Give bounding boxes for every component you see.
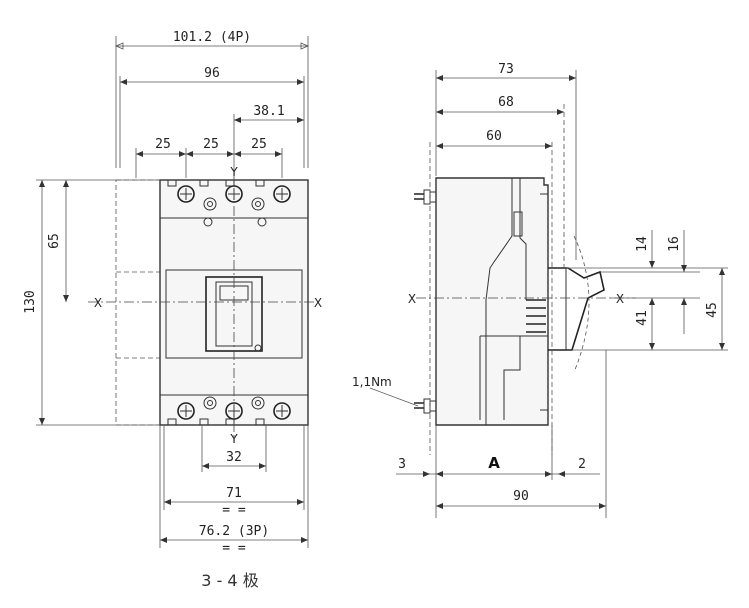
dim-68: 68	[498, 95, 514, 110]
dim-38-1: 38.1	[253, 104, 284, 119]
dim-pitch-2: 25	[203, 137, 219, 152]
dim-41: 41	[635, 310, 650, 326]
side-view: 1,1Nm X X 73 68 60 14 41	[352, 62, 728, 518]
side-handle	[548, 235, 605, 373]
dim-71-symmetry: = =	[222, 503, 246, 518]
caption: 3 - 4 极	[201, 571, 258, 590]
dim-96: 96	[204, 66, 220, 81]
dim-16: 16	[667, 236, 682, 252]
side-x-label-left: X	[408, 292, 416, 306]
dim-3: 3	[398, 457, 406, 472]
dim-45: 45	[705, 302, 720, 318]
torque-label: 1,1Nm	[352, 375, 392, 389]
x-axis-label-right: X	[314, 296, 322, 310]
dim-60: 60	[486, 129, 502, 144]
terminal-bolts	[414, 189, 437, 414]
dim-pitch-3: 25	[251, 137, 267, 152]
front-view: 101.2 (4P) 96 38.1 25 25 25 Y Y X X 130 …	[23, 30, 322, 556]
y-axis-label-bottom: Y	[229, 432, 238, 446]
dim-65: 65	[47, 233, 62, 249]
side-x-label-right: X	[616, 292, 624, 306]
dim-73: 73	[498, 62, 514, 77]
y-axis-label-top: Y	[229, 165, 238, 179]
dim-3p-symmetry: = =	[222, 541, 246, 556]
x-axis-label-left: X	[94, 296, 102, 310]
dim-14: 14	[635, 236, 650, 252]
4p-extension-outline	[115, 179, 161, 426]
dim-90: 90	[513, 489, 529, 504]
dim-32: 32	[226, 450, 242, 465]
dim-A: A	[488, 454, 500, 472]
trip-spring	[526, 299, 546, 333]
dim-overall-4p: 101.2 (4P)	[173, 30, 251, 45]
side-body	[435, 177, 549, 426]
dim-2: 2	[578, 457, 586, 472]
dim-height: 130	[23, 290, 38, 313]
dim-71: 71	[226, 486, 242, 501]
dim-3p: 76.2 (3P)	[199, 524, 269, 539]
dim-pitch-1: 25	[155, 137, 171, 152]
